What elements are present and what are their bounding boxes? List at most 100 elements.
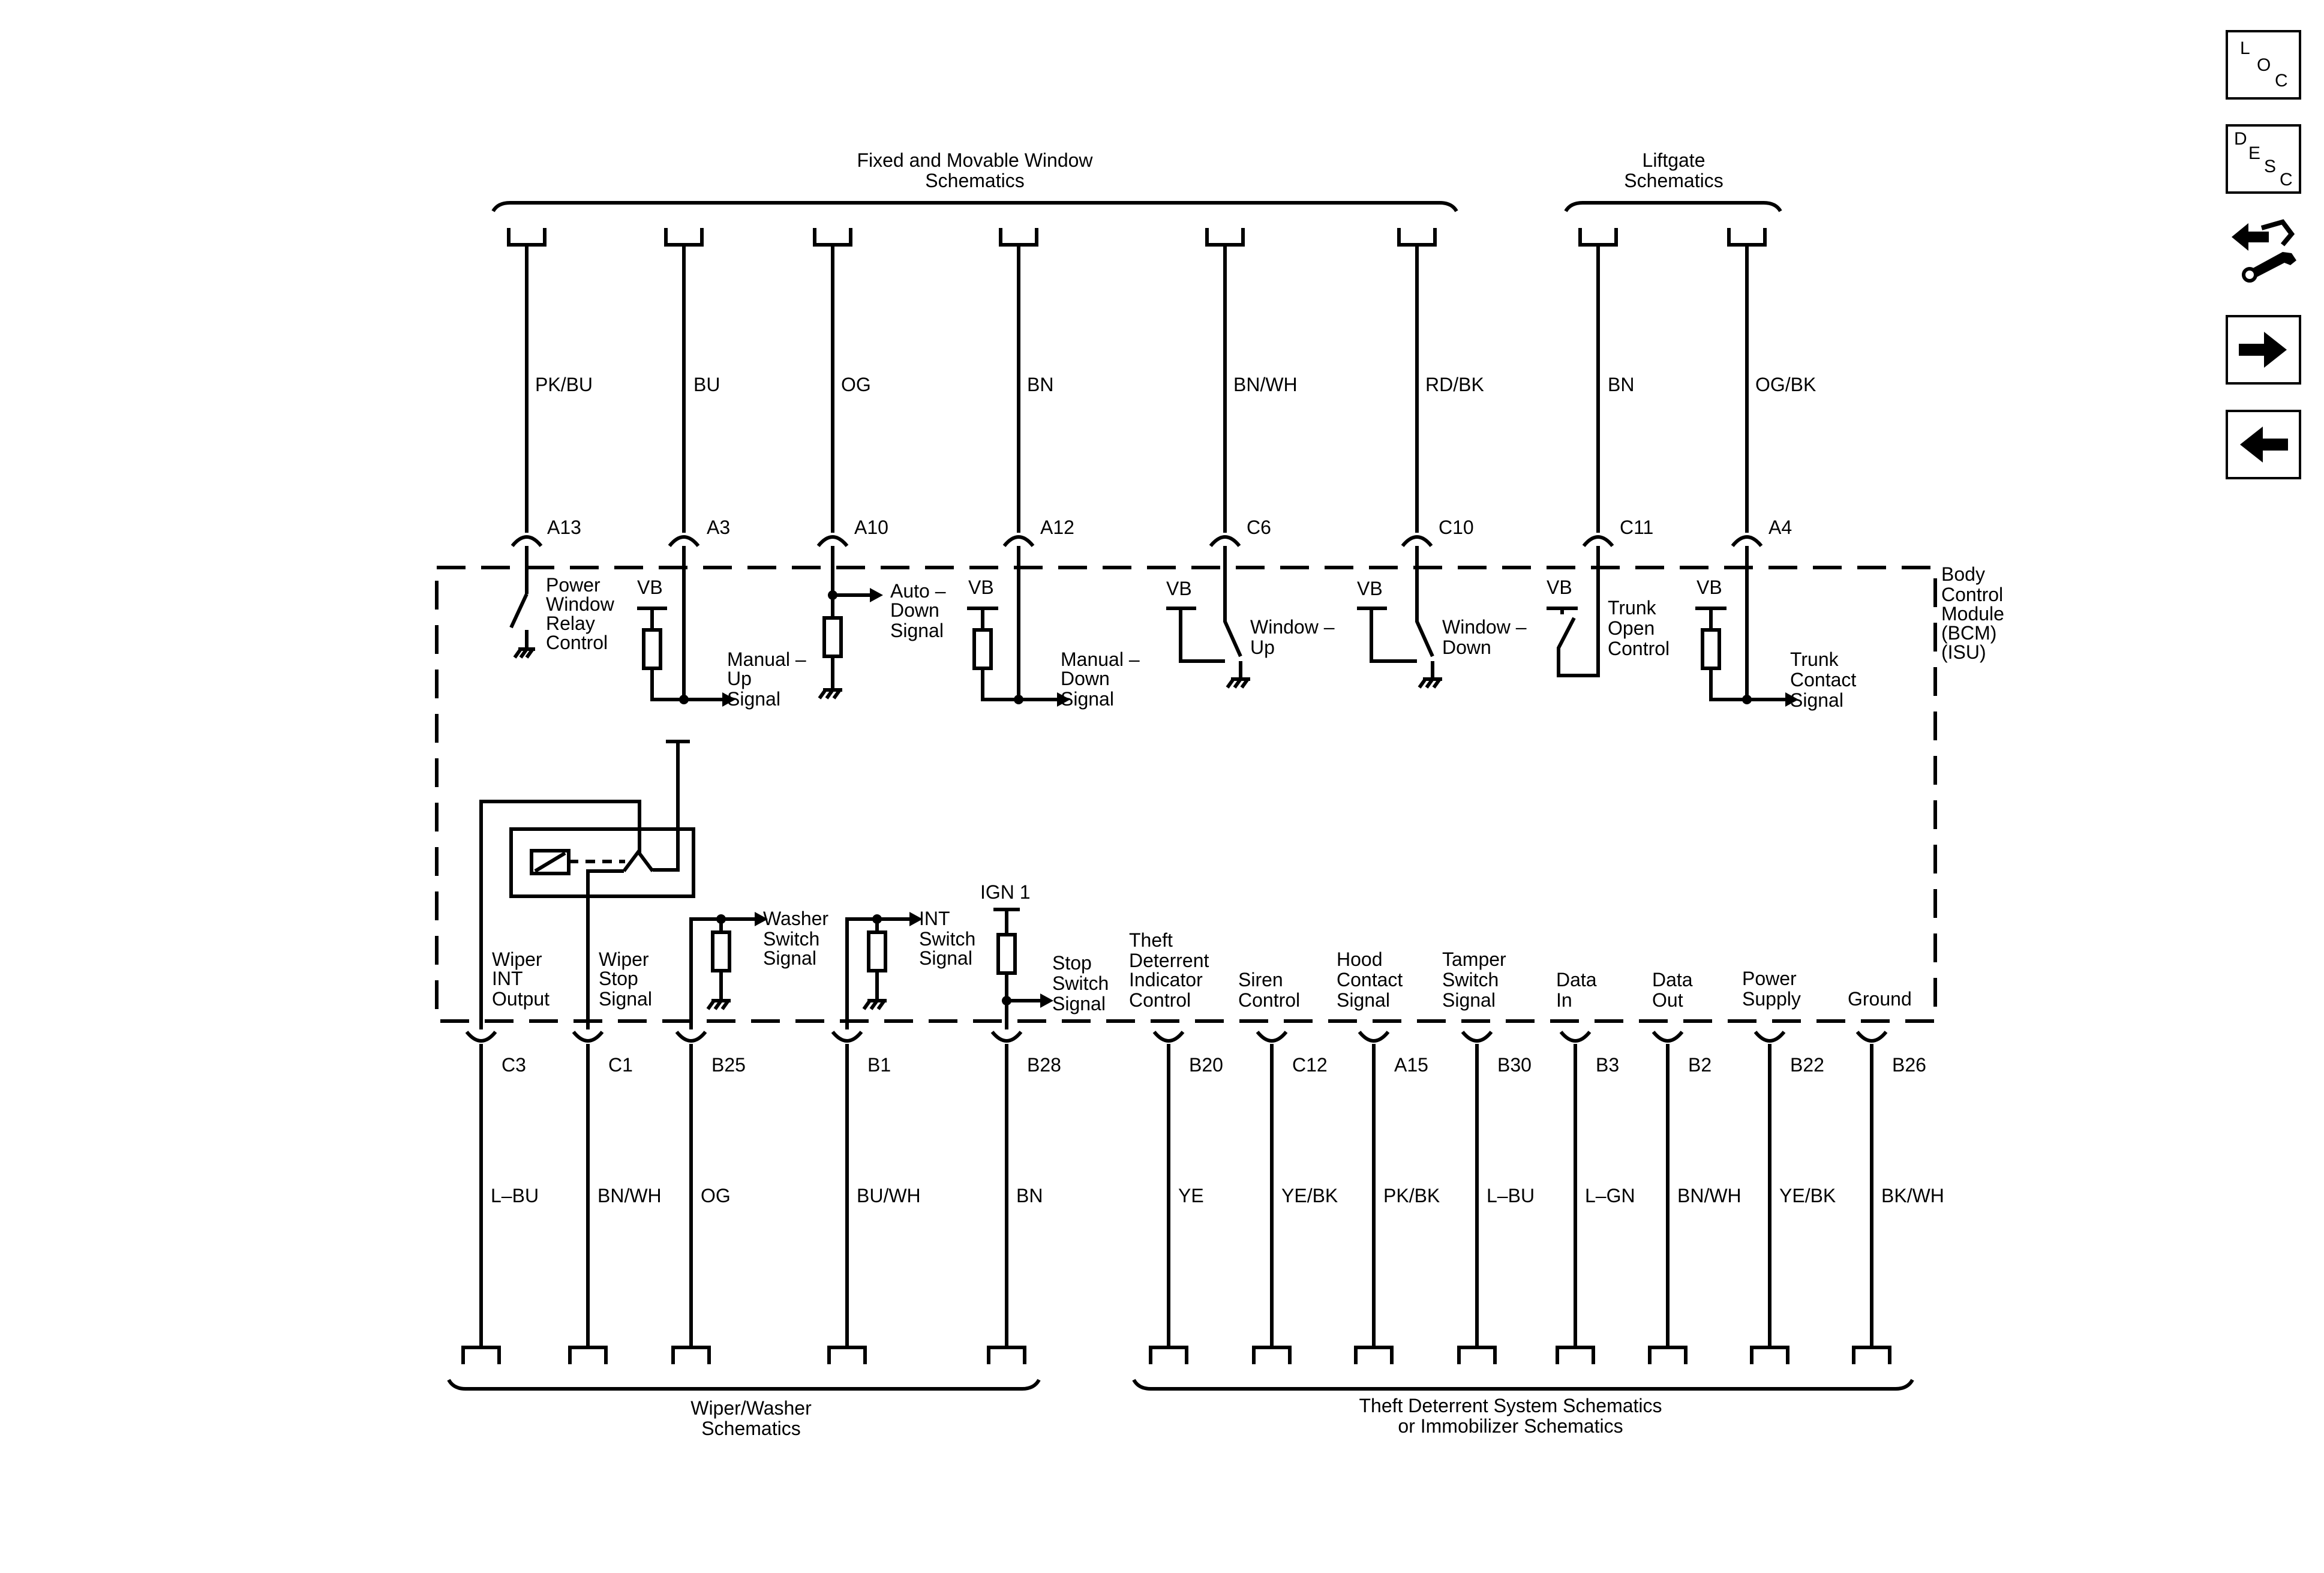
wire-color-b30: L–BU xyxy=(1487,1185,1535,1206)
label-trunk-open-1: Trunk xyxy=(1608,597,1657,619)
pin-c1: C1 xyxy=(608,1054,633,1076)
bottom-wire-b22 xyxy=(1750,1031,1789,1364)
loc-button[interactable]: L O C xyxy=(2226,30,2301,100)
pin-c10: C10 xyxy=(1439,517,1474,538)
pin-a12: A12 xyxy=(1040,517,1074,538)
auto-down-internal xyxy=(818,546,871,700)
pin-b22: B22 xyxy=(1790,1054,1824,1076)
label-power-supply-1: Power xyxy=(1742,968,1797,989)
top-wire-a12 xyxy=(999,228,1038,547)
connector-wrench-icon[interactable] xyxy=(2226,216,2304,294)
window-group-brace xyxy=(491,201,1458,212)
label-wiper-int-2: INT xyxy=(492,968,523,989)
bottom-wire-c3 xyxy=(461,1031,501,1364)
int-switch-internal xyxy=(845,917,911,1029)
wire-color-a10: OG xyxy=(841,374,871,395)
label-power-window-4: Control xyxy=(546,632,608,653)
label-theft-4: Control xyxy=(1129,989,1191,1011)
window-group-title-1: Fixed and Movable Window xyxy=(857,149,1093,171)
liftgate-group-brace xyxy=(1564,201,1782,212)
desc-button[interactable]: D E S C xyxy=(2226,124,2301,194)
module-name-5: (ISU) xyxy=(1941,641,1986,663)
pin-b20: B20 xyxy=(1189,1054,1223,1076)
pin-b30: B30 xyxy=(1497,1054,1532,1076)
wire-color-a13: PK/BU xyxy=(535,374,593,395)
module-name-1: Body xyxy=(1941,563,1985,585)
label-trunk-contact-2: Contact xyxy=(1790,669,1856,691)
wire-color-b1: BU/WH xyxy=(857,1185,921,1206)
module-name-4: (BCM) xyxy=(1941,622,1996,644)
label-data-in-2: In xyxy=(1556,989,1572,1011)
bottom-wire-b20 xyxy=(1149,1031,1188,1364)
pin-a10: A10 xyxy=(854,517,888,538)
wire-color-c10: RD/BK xyxy=(1425,374,1484,395)
label-int-switch-3: Signal xyxy=(919,947,972,969)
theft-group-title-2: or Immobilizer Schematics xyxy=(1398,1415,1623,1437)
label-int-switch-2: Switch xyxy=(919,928,975,950)
trunk-open-internal xyxy=(1547,546,1600,677)
label-data-in-1: Data xyxy=(1556,969,1597,990)
label-tamper-2: Switch xyxy=(1442,969,1499,990)
label-window-down-2: Down xyxy=(1442,637,1491,658)
top-wire-c11 xyxy=(1578,228,1618,547)
label-theft-3: Indicator xyxy=(1129,969,1203,990)
label-auto-down-3: Signal xyxy=(890,620,944,641)
label-manual-up-2: Up xyxy=(727,668,752,689)
label-trunk-contact-3: Signal xyxy=(1790,689,1843,711)
label-manual-down-3: Signal xyxy=(1061,688,1114,710)
label-trunk-open-3: Control xyxy=(1608,638,1670,659)
pin-c3: C3 xyxy=(502,1054,526,1076)
label-hood-3: Signal xyxy=(1337,989,1390,1011)
bottom-wire-a15 xyxy=(1354,1031,1394,1364)
label-wiper-int-3: Output xyxy=(492,988,550,1010)
top-wire-a13 xyxy=(507,228,547,547)
bottom-wire-c12 xyxy=(1252,1031,1292,1364)
label-tamper-1: Tamper xyxy=(1442,948,1506,970)
top-wire-a4 xyxy=(1727,228,1767,547)
window-group-title-2: Schematics xyxy=(925,170,1024,191)
bottom-wire-b2 xyxy=(1648,1031,1688,1364)
label-siren-1: Siren xyxy=(1238,969,1283,990)
label-power-window-1: Power xyxy=(546,574,600,596)
arrow-left-icon xyxy=(2240,427,2288,463)
label-int-switch-1: INT xyxy=(919,908,950,929)
bottom-wire-b28 xyxy=(987,1031,1026,1364)
wire-color-b2: BN/WH xyxy=(1677,1185,1742,1206)
wire-color-c6: BN/WH xyxy=(1233,374,1298,395)
vb-label-c10: VB xyxy=(1357,578,1383,599)
label-manual-down-1: Manual – xyxy=(1061,649,1140,670)
wire-color-c11: BN xyxy=(1608,374,1634,395)
top-wire-c6 xyxy=(1205,228,1245,547)
label-stop-switch-2: Switch xyxy=(1052,972,1109,994)
wire-color-c12: YE/BK xyxy=(1281,1185,1338,1206)
top-wire-a3 xyxy=(664,228,704,547)
label-wiper-stop-2: Stop xyxy=(599,968,638,989)
wire-color-b3: L–GN xyxy=(1585,1185,1635,1206)
window-down-internal xyxy=(1357,546,1442,689)
label-power-window-3: Relay xyxy=(546,613,595,634)
desc-letter-s: S xyxy=(2264,157,2277,176)
wiper-group-title-1: Wiper/Washer xyxy=(690,1397,812,1419)
relay-control-switch xyxy=(509,546,535,659)
wiper-group-brace xyxy=(447,1379,1041,1391)
pin-b3: B3 xyxy=(1596,1054,1619,1076)
previous-page-button[interactable] xyxy=(2226,410,2301,479)
pin-a4: A4 xyxy=(1768,517,1792,538)
label-tamper-3: Signal xyxy=(1442,989,1496,1011)
wire-color-b25: OG xyxy=(701,1185,731,1206)
label-auto-down-1: Auto – xyxy=(890,580,946,602)
pin-a15: A15 xyxy=(1394,1054,1428,1076)
pin-a3: A3 xyxy=(707,517,730,538)
bottom-wire-b26 xyxy=(1852,1031,1891,1364)
desc-letter-c: C xyxy=(2280,170,2293,190)
bottom-wire-c1 xyxy=(568,1031,608,1364)
loc-letter-c: C xyxy=(2275,71,2288,91)
next-page-button[interactable] xyxy=(2226,315,2301,385)
label-washer-2: Switch xyxy=(763,928,819,950)
pin-c6: C6 xyxy=(1247,517,1271,538)
wire-color-a3: BU xyxy=(693,374,720,395)
pin-b25: B25 xyxy=(711,1054,746,1076)
label-auto-down-2: Down xyxy=(890,599,939,621)
theft-group-title-1: Theft Deterrent System Schematics xyxy=(1359,1395,1662,1416)
label-manual-up-1: Manual – xyxy=(727,649,806,670)
